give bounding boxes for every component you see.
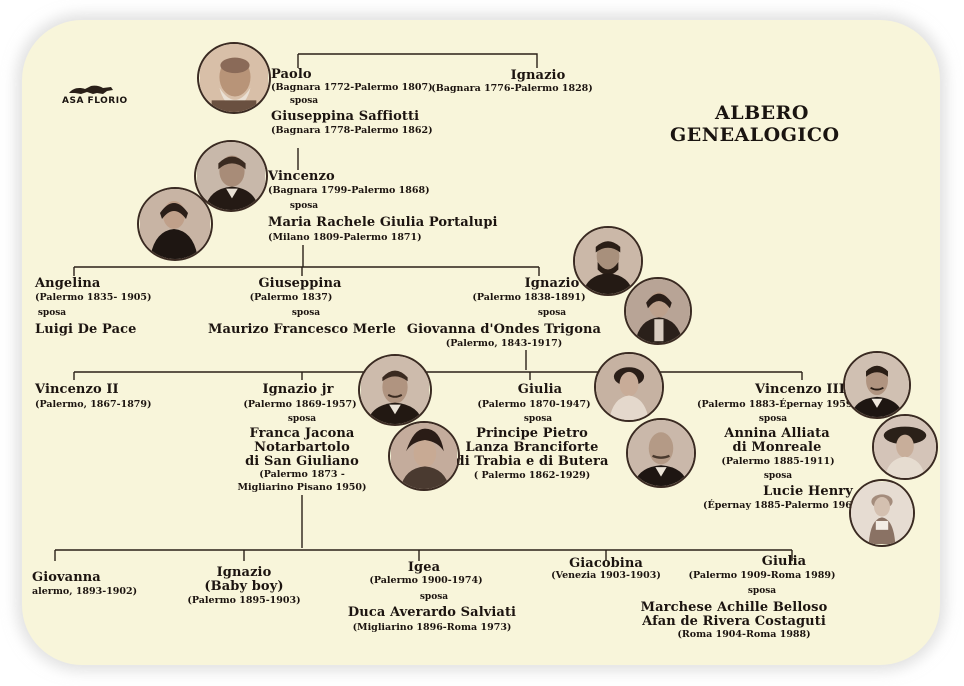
- person-giacobina-name: Giacobina: [569, 556, 643, 571]
- person-vincenzo-iii-dates: (Palermo 1883-Épernay 1959): [696, 399, 858, 410]
- person-angelina-dates: (Palermo 1835- 1905): [35, 292, 152, 303]
- tree-connectors: [54, 53, 803, 561]
- portrait-annina: [872, 414, 938, 480]
- person-lucie-dates: (Épernay 1885-Palermo 1960): [702, 500, 864, 511]
- person-giuseppina-saffiotti-name: Giuseppina Saffiotti: [271, 109, 420, 124]
- person-giovanna-dondes-dates: (Palermo, 1843-1917): [445, 338, 563, 349]
- portrait-pietro: [626, 418, 696, 488]
- person-achille-name-2: Afan de Rivera Costaguti: [642, 614, 826, 629]
- person-vincenzo-iii-name: Vincenzo III: [755, 382, 845, 397]
- person-giacobina-dates: (Venezia 1903-1903): [551, 570, 661, 581]
- portrait-paolo: [197, 42, 271, 114]
- spouse-label: sposa: [289, 96, 319, 106]
- spouse-label: sposa: [419, 592, 449, 602]
- person-annina-dates: (Palermo 1885-1911): [721, 456, 835, 467]
- person-giulia-2-name: Giulia: [761, 554, 807, 569]
- person-ignazio-b-name: Ignazio: [216, 565, 272, 580]
- person-giovanna-dates: alermo, 1893-1902): [32, 586, 138, 597]
- person-annina-name-2: di Monreale: [732, 440, 822, 455]
- person-luigi-name: Luigi De Pace: [35, 322, 137, 337]
- spouse-label: sposa: [537, 308, 567, 318]
- person-maria-rachele-dates: (Milano 1809-Palermo 1871): [268, 232, 422, 243]
- portrait-ignazio-jr: [358, 354, 432, 426]
- family-tree-card: ALBERO GENEALOGICO ASA FLORIO Paolo (Bag…: [22, 20, 940, 665]
- person-pietro-dates: ( Palermo 1862-1929): [473, 470, 591, 481]
- spouse-label: sposa: [747, 586, 777, 596]
- person-igea-name: Igea: [407, 560, 441, 575]
- person-maurizo-name: Maurizo Francesco Merle: [208, 322, 396, 337]
- person-giulia-2-dates: (Palermo 1909-Roma 1989): [688, 570, 836, 581]
- person-ignazio-b-dates: (Palermo 1895-1903): [187, 595, 301, 606]
- person-pietro-name-3: di Trabia e di Butera: [455, 454, 609, 469]
- portrait-vincenzo: [194, 140, 268, 212]
- person-ignazio-b-sub: (Baby boy): [204, 579, 284, 594]
- person-ignazio-1-name: Ignazio: [510, 68, 566, 83]
- person-franca-name-3: di San Giuliano: [245, 454, 359, 469]
- person-ignazio-2-dates: (Palermo 1838-1891): [472, 292, 586, 303]
- page-title-line2: GENEALOGICO: [670, 124, 840, 146]
- connector-paolo-ignazio: [298, 53, 538, 68]
- person-giulia-1-name: Giulia: [517, 382, 563, 397]
- person-ignazio-jr-name: Ignazio jr: [262, 382, 334, 397]
- portrait-ignazio-2: [573, 226, 643, 296]
- person-giuseppina-saffiotti-dates: (Bagnara 1778-Palermo 1862): [271, 125, 433, 136]
- portrait-giovanna-dondes: [624, 277, 692, 345]
- spouse-label: sposa: [289, 201, 319, 211]
- person-vincenzo-ii-dates: (Palermo, 1867-1879): [35, 399, 152, 410]
- spouse-label: sposa: [758, 414, 788, 424]
- person-achille-dates: (Roma 1904-Roma 1988): [677, 629, 811, 640]
- person-franca-name-1: Franca Jacona: [249, 426, 355, 441]
- portrait-giulia-1: [594, 352, 664, 422]
- person-paolo-name: Paolo: [271, 67, 312, 82]
- person-franca-dates-2: Migliarino Pisano 1950): [237, 482, 367, 493]
- person-igea-dates: (Palermo 1900-1974): [369, 575, 483, 586]
- lion-icon: [69, 85, 113, 94]
- spouse-label: sposa: [287, 414, 317, 424]
- portrait-vincenzo-iii: [843, 351, 911, 419]
- person-achille-name-1: Marchese Achille Belloso: [640, 600, 828, 615]
- portrait-franca: [388, 421, 460, 491]
- spouse-label: sposa: [37, 308, 67, 318]
- person-giulia-1-dates: (Palermo 1870-1947): [477, 399, 591, 410]
- spouse-label: sposa: [291, 308, 321, 318]
- person-giovanna-dondes-name: Giovanna d'Ondes Trigona: [406, 322, 602, 337]
- person-vincenzo-ii-name: Vincenzo II: [35, 382, 119, 397]
- person-ignazio-jr-dates: (Palermo 1869-1957): [243, 399, 357, 410]
- person-giuseppina-dates: (Palermo 1837): [249, 292, 333, 303]
- portrait-lucie: [849, 479, 915, 547]
- person-vincenzo-name: Vincenzo: [268, 169, 335, 184]
- person-lucie-name: Lucie Henry: [763, 484, 853, 499]
- person-paolo-dates: (Bagnara 1772-Palermo 1807): [271, 82, 433, 93]
- person-pietro-name-2: Lanza Branciforte: [465, 440, 599, 455]
- person-giuseppina-name: Giuseppina: [258, 276, 342, 291]
- spouse-label: sposa: [523, 414, 553, 424]
- person-angelina-name: Angelina: [35, 276, 101, 291]
- portrait-maria-rachele: [137, 187, 213, 261]
- person-annina-name-1: Annina Alliata: [724, 426, 830, 441]
- person-ignazio-2-name: Ignazio: [524, 276, 580, 291]
- person-averardo-dates: (Migliarino 1896-Roma 1973): [352, 622, 512, 633]
- person-averardo-name: Duca Averardo Salviati: [347, 605, 517, 620]
- person-franca-name-2: Notarbartolo: [254, 440, 350, 455]
- person-pietro-name-1: Principe Pietro: [476, 426, 588, 441]
- person-franca-dates-1: (Palermo 1873 -: [259, 469, 345, 480]
- person-ignazio-1-dates: (Bagnara 1776-Palermo 1828): [431, 83, 593, 94]
- person-maria-rachele-name: Maria Rachele Giulia Portalupi: [268, 215, 498, 230]
- logo-text: ASA FLORIO: [62, 96, 128, 106]
- spouse-label: sposa: [763, 471, 793, 481]
- page-title-line1: ALBERO: [715, 102, 809, 124]
- person-giovanna-name: Giovanna: [32, 570, 101, 585]
- person-vincenzo-dates: (Bagnara 1799-Palermo 1868): [268, 185, 430, 196]
